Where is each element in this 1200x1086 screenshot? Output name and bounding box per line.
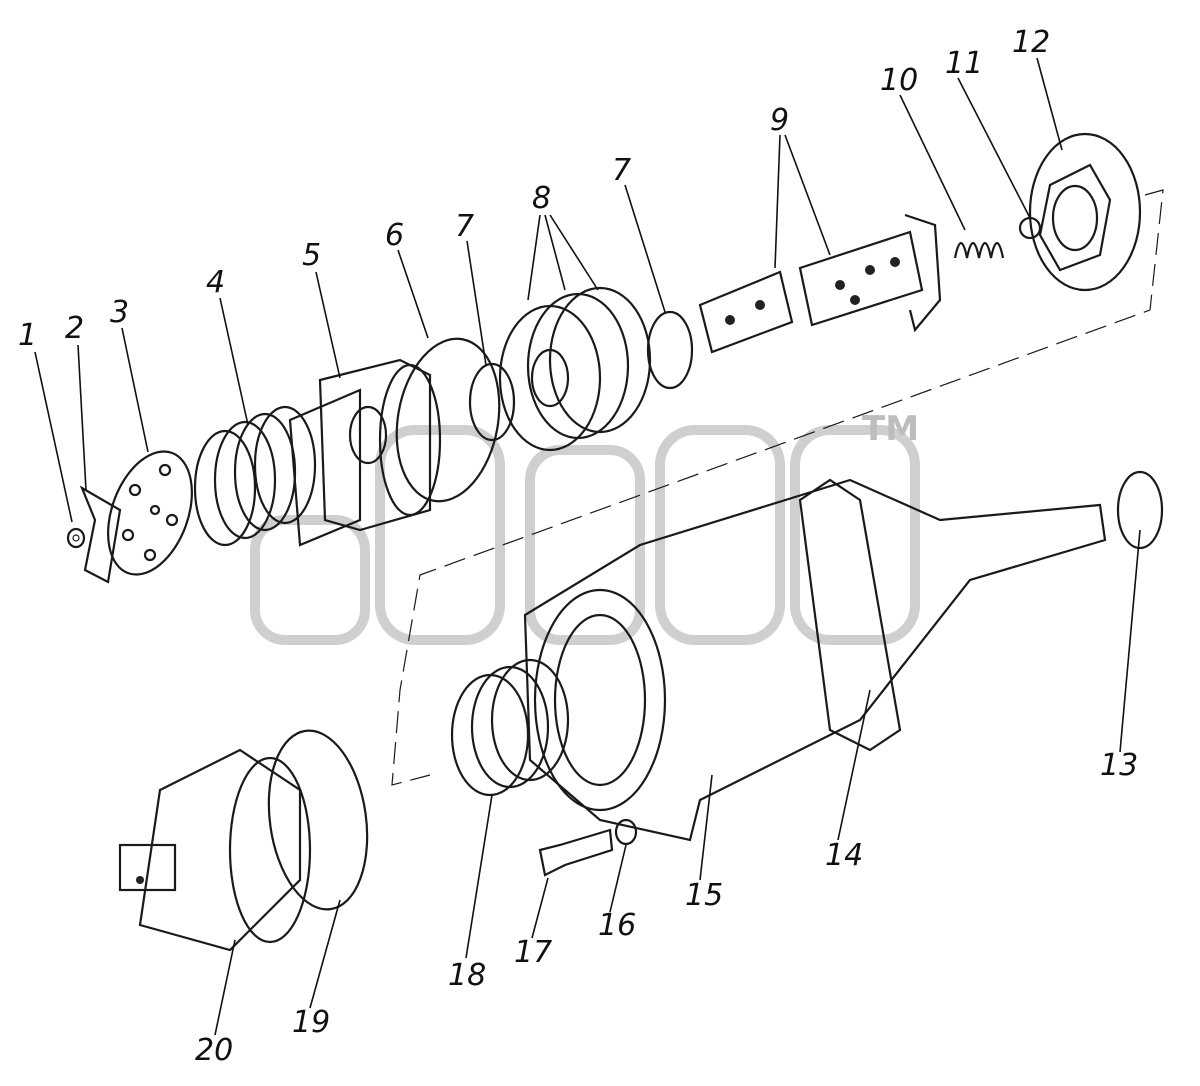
watermark-logo: ТМ <box>250 409 920 645</box>
leader-lines <box>34 57 1141 1036</box>
callout-10: 10 <box>880 63 918 98</box>
callout-6: 6 <box>385 218 404 253</box>
callout-18: 18 <box>448 958 486 993</box>
part-20-cap <box>118 748 312 952</box>
callout-17: 17 <box>514 935 552 970</box>
callout-4: 4 <box>206 265 225 300</box>
part-7-ring-left <box>468 362 516 442</box>
part-9-perforated-tubes <box>698 213 942 354</box>
part-6-o-ring <box>395 337 501 503</box>
callout-5: 5 <box>302 238 321 273</box>
callout-12: 12 <box>1012 25 1050 60</box>
callout-2: 2 <box>65 311 84 346</box>
part-5-piston <box>288 358 442 547</box>
callout-1: 1 <box>18 318 37 353</box>
part-19-o-ring <box>267 729 369 911</box>
callout-20: 20 <box>195 1033 233 1068</box>
callout-11: 11 <box>945 46 983 81</box>
part-7-ring-right <box>646 310 694 390</box>
part-15-housing <box>523 470 1164 842</box>
callout-7-right: 7 <box>612 153 631 188</box>
part-14-gasket <box>798 478 902 752</box>
part-12-flange <box>1028 132 1142 292</box>
part-18-spring <box>450 658 570 797</box>
part-1-nut <box>66 527 86 549</box>
callout-9: 9 <box>770 103 789 138</box>
callout-14: 14 <box>825 838 863 873</box>
part-17-bolt <box>538 828 614 877</box>
callout-7-left: 7 <box>455 209 474 244</box>
callout-8: 8 <box>532 181 551 216</box>
part-13-end-ring <box>1116 470 1164 550</box>
part-16-washer <box>614 818 638 846</box>
callout-3: 3 <box>110 295 129 330</box>
part-2-lock-plate <box>79 485 122 584</box>
trademark-mark: ТМ <box>862 409 919 449</box>
callout-15: 15 <box>685 878 723 913</box>
part-10-spring <box>953 241 1005 259</box>
callout-19: 19 <box>292 1005 330 1040</box>
part-3-perforated-disc <box>107 450 193 576</box>
callout-13: 13 <box>1100 748 1138 783</box>
callout-16: 16 <box>598 908 636 943</box>
part-8-filter-elements <box>498 286 652 452</box>
assembly-axis-line <box>391 189 1164 786</box>
callout-labels: 1 2 3 4 5 6 7 8 7 9 10 11 12 13 14 15 16… <box>18 25 1138 1068</box>
